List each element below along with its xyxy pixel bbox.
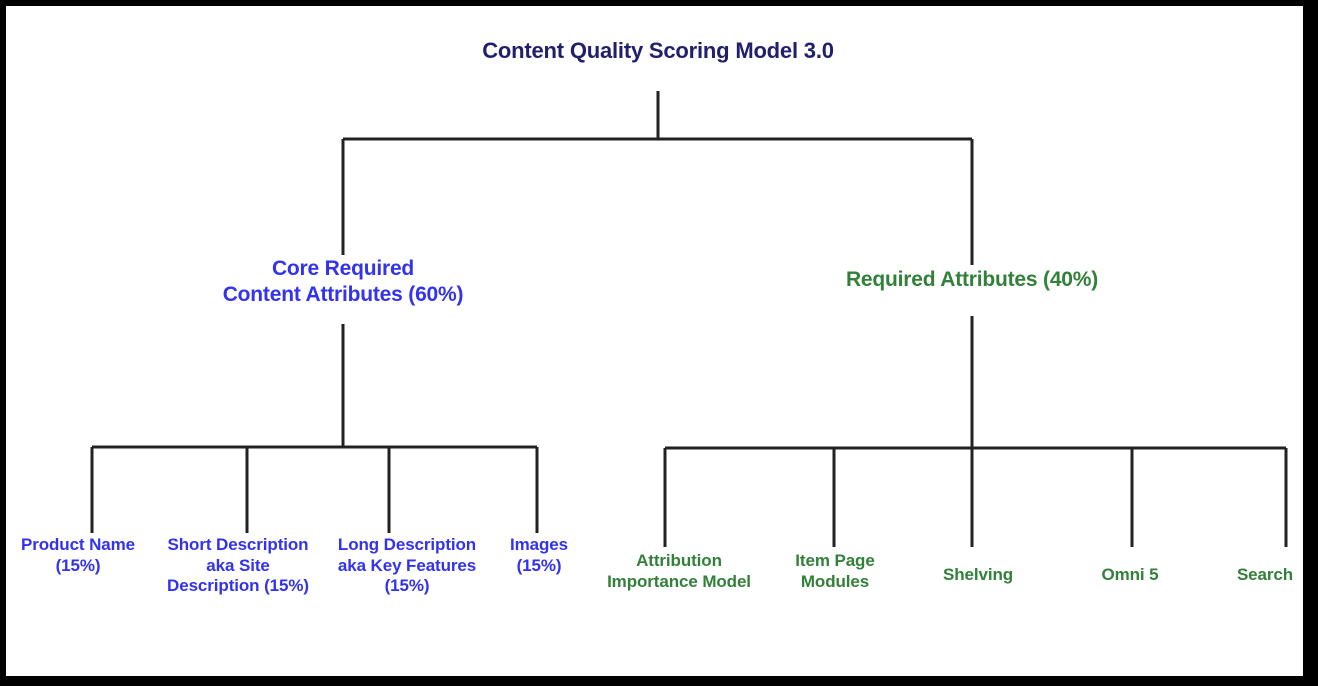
node-product-name: Product Name (15%) [20, 535, 136, 575]
node-shelving: Shelving [942, 565, 1014, 584]
node-core-required-content-attributes: Core Required Content Attributes (60%) [222, 257, 464, 306]
node-short-description: Short Description aka Site Description (… [167, 535, 309, 596]
node-item-page-modules: Item Page Modules [795, 551, 875, 591]
node-search: Search [1236, 565, 1294, 584]
node-long-description: Long Description aka Key Features (15%) [337, 535, 477, 596]
node-required-attributes: Required Attributes (40%) [845, 268, 1099, 291]
node-root-title: Content Quality Scoring Model 3.0 [482, 38, 834, 63]
node-attribution-importance-model: Attribution Importance Model [607, 551, 751, 591]
diagram-frame: Content Quality Scoring Model 3.0 Core R… [6, 6, 1303, 676]
node-omni-5: Omni 5 [1101, 565, 1159, 584]
node-images: Images (15%) [510, 535, 568, 575]
